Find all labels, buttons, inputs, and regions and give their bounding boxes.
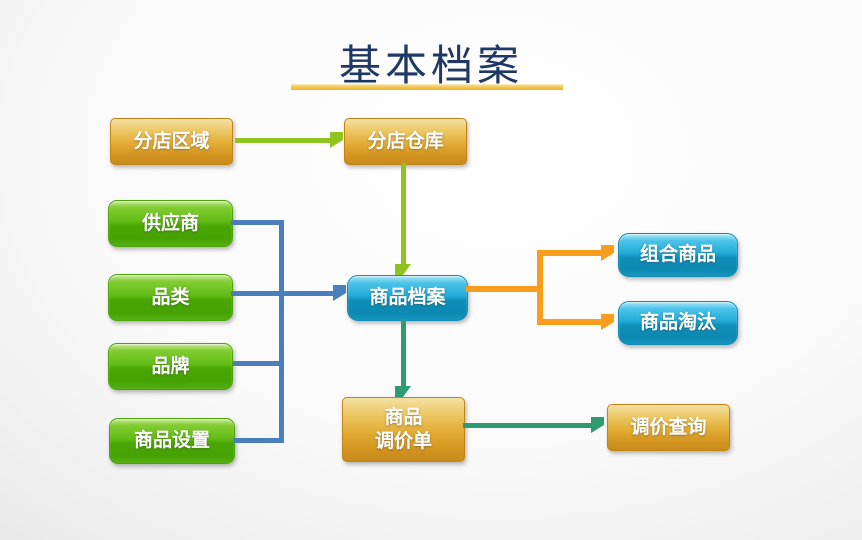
node-category: 品类	[108, 274, 233, 321]
arrow-warehouse-to-archive-line	[401, 163, 406, 265]
title-underline	[291, 84, 563, 90]
arrow-priceform-to-query-line	[463, 423, 591, 428]
node-label: 品类	[151, 286, 190, 308]
connector-settings-branch	[233, 438, 284, 443]
arrow-to-obsolete-head	[601, 314, 614, 330]
page-title: 基本档案	[338, 41, 523, 90]
node-branch-warehouse: 分店仓库	[344, 118, 467, 165]
connector-brand-branch	[233, 361, 284, 366]
node-label: 分店区域	[133, 130, 210, 152]
node-product-obsolete: 商品淘汰	[618, 301, 738, 345]
node-label: 商品淘汰	[639, 312, 716, 334]
node-label: 调价查询	[630, 416, 707, 438]
node-label: 组合商品	[639, 244, 716, 266]
node-label: 品牌	[151, 355, 190, 377]
connector-archive-orange-stem	[466, 286, 543, 292]
arrow-priceform-to-query-head	[591, 417, 604, 433]
node-label: 供应商	[141, 212, 199, 234]
node-label: 商品档案	[369, 287, 446, 309]
connector-orange-vertical	[537, 250, 543, 325]
node-label: 分店仓库	[367, 130, 444, 152]
arrow-archive-to-priceform-line	[401, 319, 406, 387]
arrow-region-to-warehouse-head	[330, 132, 343, 148]
node-label-line1: 商品	[384, 406, 423, 428]
node-product-settings: 商品设置	[109, 418, 235, 464]
arrow-to-combo-head	[601, 245, 614, 261]
connector-category-branch	[231, 291, 333, 296]
node-label: 商品设置	[133, 430, 210, 452]
node-price-adjust-form: 商品 调价单	[342, 397, 465, 462]
connector-supplier-branch	[231, 220, 284, 225]
node-label-line2: 调价单	[374, 430, 432, 452]
node-brand: 品牌	[108, 343, 233, 390]
arrow-warehouse-to-archive-head	[395, 264, 411, 275]
node-supplier: 供应商	[108, 200, 233, 247]
node-branch-region: 分店区域	[110, 118, 233, 165]
connector-orange-bottom-branch	[537, 319, 602, 325]
arrow-bus-to-archive-head	[333, 285, 346, 301]
node-price-query: 调价查询	[607, 404, 730, 451]
arrow-region-to-warehouse-line	[235, 138, 331, 143]
arrow-archive-to-priceform-head	[395, 386, 411, 397]
node-product-archive: 商品档案	[347, 275, 468, 321]
connector-orange-top-branch	[537, 250, 602, 256]
connector-blue-vertical-bus	[279, 220, 284, 443]
node-combo-product: 组合商品	[618, 233, 738, 277]
